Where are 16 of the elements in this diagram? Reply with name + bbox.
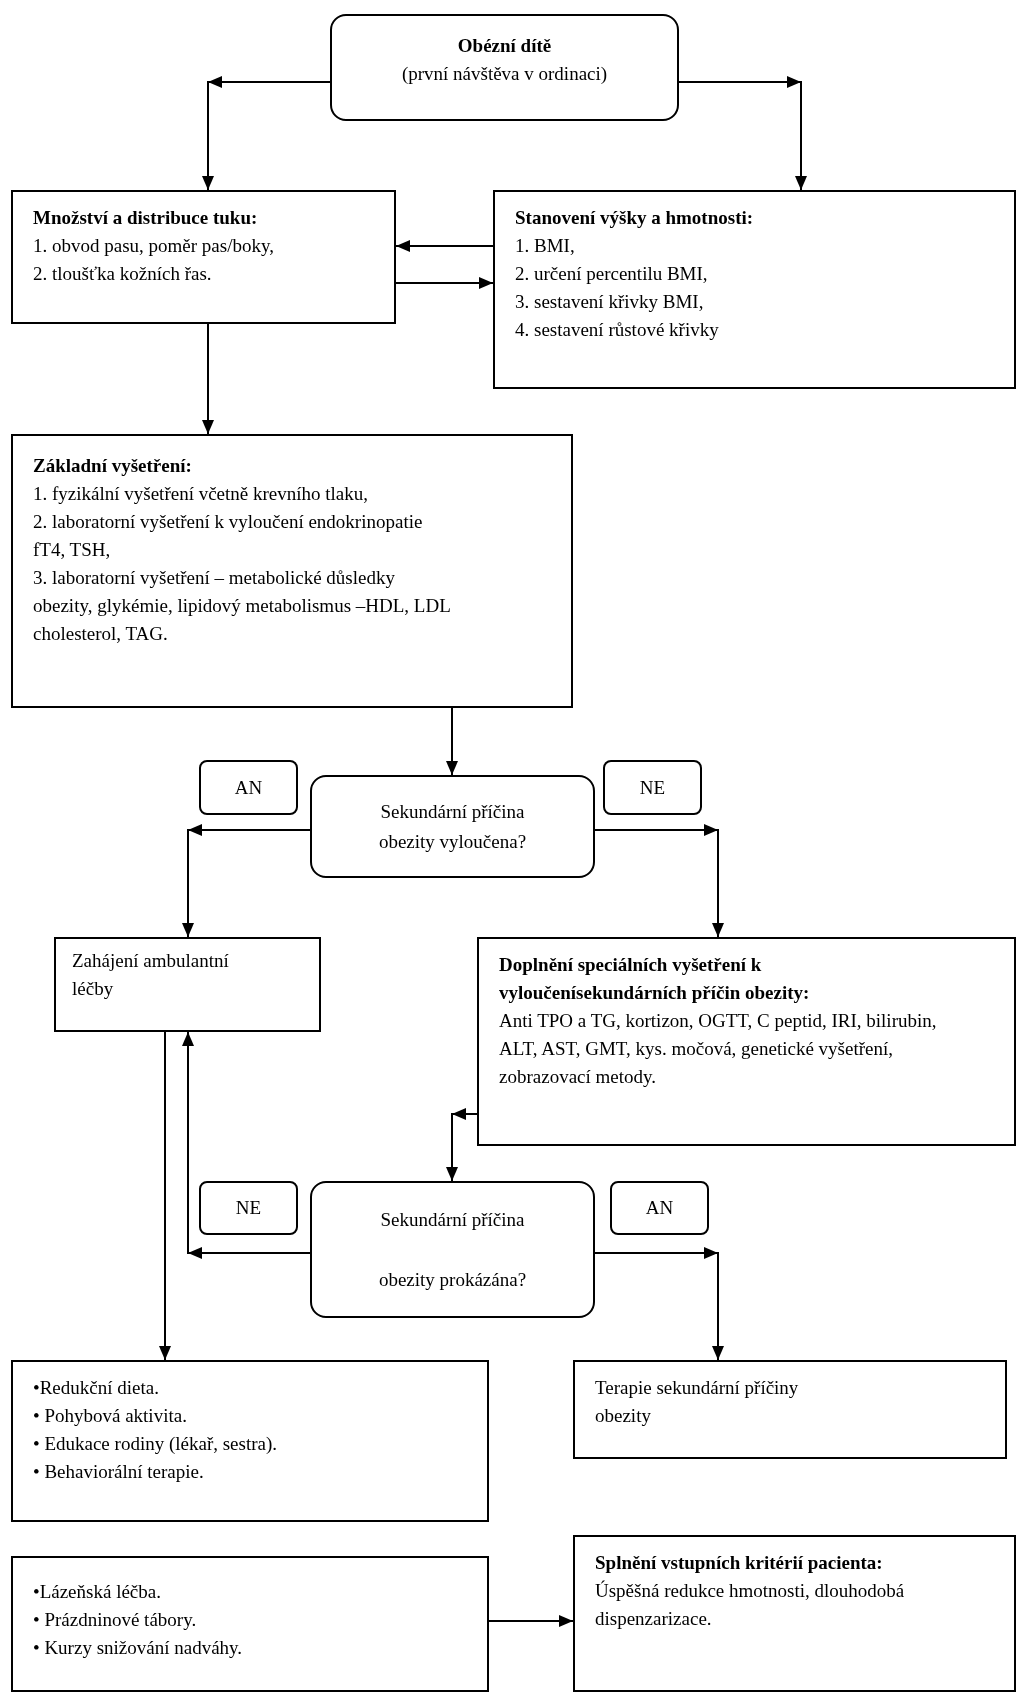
process-box: Doplnění speciálních vyšetření k vyloučenísekundárních příčin obezity: Anti TPO a TG, kortizon, OGTT, C peptid, IRI, bilirubin, ALT, AST, GMT, kys. močová, genetické vyšetření, zobrazovací metody. [477,937,1016,1146]
answer-tag: NE [603,760,702,815]
decision-box: Sekundární příčina obezity prokázána? [310,1181,595,1318]
process-box: Základní vyšetření: 1. fyzikální vyšetření včetně krevního tlaku, 2. laboratorní vyšetření k vyloučení endokrinopatie fT4, TSH, 3. laboratorní vyšetření – metabolické důsledky obezity, glykémie, lipidový metabolismus –HDL, LDL cholesterol, TAG. [11,434,573,708]
process-box: Zahájení ambulantní léčby [54,937,321,1032]
process-box: •Redukční dieta. • Pohybová aktivita. • Edukace rodiny (lékař, sestra). • Behaviorální terapie. [11,1360,489,1522]
answer-tag: NE [199,1181,298,1235]
process-box: Splnění vstupních kritérií pacienta: Úspěšná redukce hmotnosti, dlouhodobá dispenzarizace. [573,1535,1016,1692]
answer-tag: AN [199,760,298,815]
process-box: Stanovení výšky a hmotnosti: 1. BMI, 2. určení percentilu BMI, 3. sestavení křivky BMI, 4. sestavení růstové křivky [493,190,1016,389]
answer-tag: AN [610,1181,709,1235]
decision-box: Sekundární příčina obezity vyloučena? [310,775,595,878]
process-box: Množství a distribuce tuku: 1. obvod pasu, poměr pas/boky, 2. tloušťka kožních řas. [11,190,396,324]
process-box: •Lázeňská léčba. • Prázdninové tábory. • Kurzy snižování nadváhy. [11,1556,489,1692]
process-box: Terapie sekundární příčiny obezity [573,1360,1007,1459]
start-box: Obézní dítě (první návštěva v ordinaci) [330,14,679,121]
